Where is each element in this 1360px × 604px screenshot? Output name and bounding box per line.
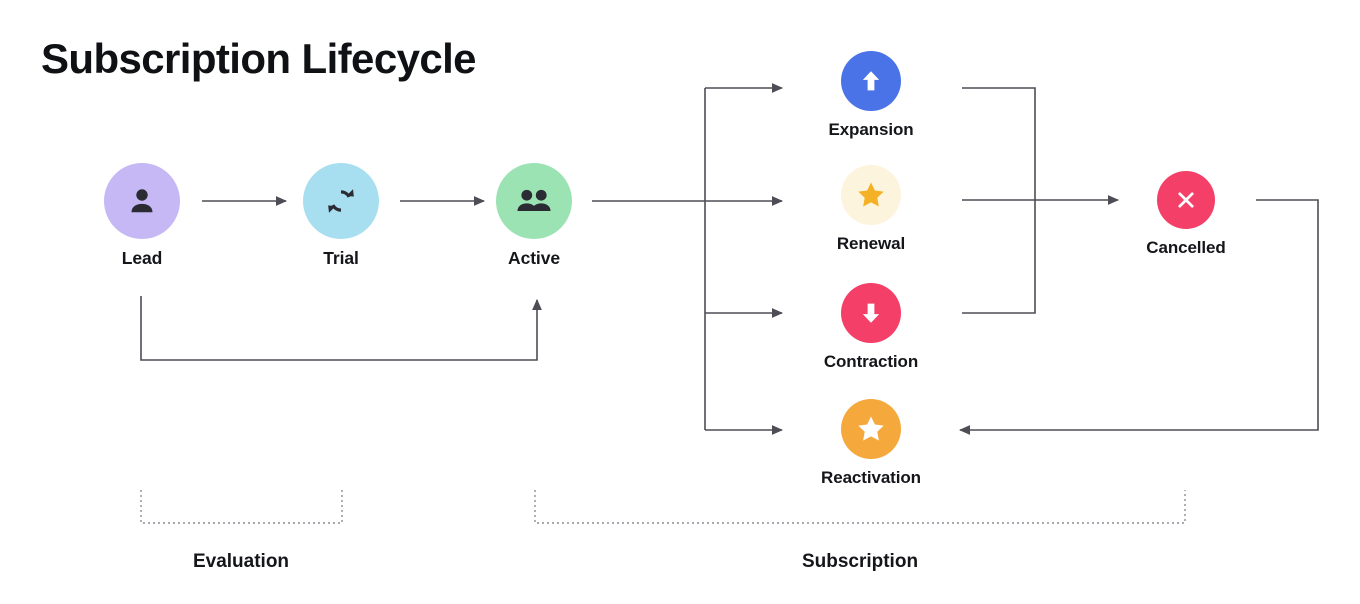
node-expansion-label: Expansion (828, 120, 914, 139)
people-icon (517, 189, 551, 211)
node-active-label: Active (508, 248, 560, 268)
person-icon (131, 189, 153, 213)
node-lead[interactable]: Lead (62, 163, 222, 269)
node-cancelled-label: Cancelled (1146, 238, 1226, 257)
connector-lead-to-active-loop (140, 296, 542, 361)
star-icon (858, 416, 884, 441)
node-lead-circle (104, 163, 180, 239)
node-reactivation-circle (841, 399, 901, 459)
band-label-subscription: Subscription (801, 551, 919, 572)
connector-cancelled-to-reactivation (958, 199, 1319, 435)
star-icon (858, 182, 884, 207)
node-contraction-label: Contraction (823, 352, 919, 371)
node-renewal-label: Renewal (836, 234, 906, 253)
node-renewal-circle (841, 165, 901, 225)
sync-icon (328, 189, 354, 213)
page-title: Subscription Lifecycle (41, 35, 477, 82)
arrow-down-icon (862, 303, 880, 323)
node-expansion-circle (841, 51, 901, 111)
node-trial-circle (303, 163, 379, 239)
node-trial[interactable]: Trial (261, 163, 421, 269)
node-contraction[interactable]: Contraction (791, 283, 951, 372)
node-active[interactable]: Active (454, 163, 614, 269)
node-trial-label: Trial (323, 248, 359, 268)
band-bracket-evaluation (140, 490, 343, 524)
connector-contraction-to-cancelled (962, 200, 1036, 314)
node-cancelled[interactable]: Cancelled (1106, 171, 1266, 258)
arrow-up-icon (862, 71, 880, 91)
node-reactivation-label: Reactivation (821, 468, 921, 487)
connector-expansion-to-cancelled (962, 87, 1036, 200)
node-expansion[interactable]: Expansion (791, 51, 951, 140)
node-renewal[interactable]: Renewal (791, 165, 951, 254)
x-close-icon (1177, 191, 1195, 209)
band-label-evaluation: Evaluation (192, 551, 290, 572)
node-cancelled-circle (1157, 171, 1215, 229)
node-reactivation[interactable]: Reactivation (791, 399, 951, 488)
band-bracket-subscription (534, 490, 1186, 524)
node-lead-label: Lead (121, 248, 163, 268)
node-active-circle (496, 163, 572, 239)
node-contraction-circle (841, 283, 901, 343)
